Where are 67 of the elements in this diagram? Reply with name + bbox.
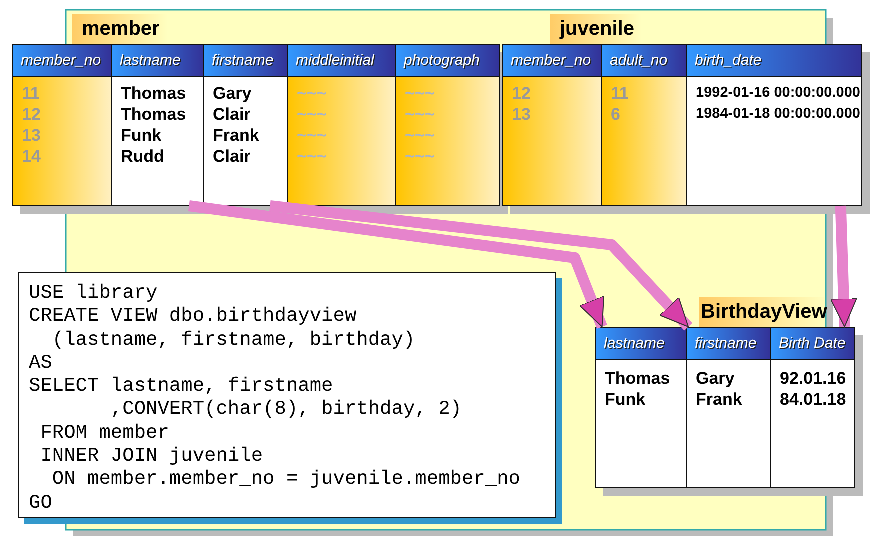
- table-column: [595, 327, 686, 488]
- column-header: Birth Date: [771, 328, 854, 360]
- cell-value: ~~~: [296, 146, 328, 167]
- code-line: (lastname, firstname, birthday): [51, 328, 416, 352]
- cell-value: 1984-01-18 00:00:00.000: [695, 105, 861, 124]
- cell-value: Gary: [212, 83, 253, 104]
- code-line: ,CONVERT(char(8), birthday, 2): [110, 398, 463, 422]
- cell-value: Clair: [212, 104, 252, 125]
- cell-value: 6: [610, 104, 622, 125]
- cell-value: 11: [21, 83, 41, 104]
- column-header: firstname: [687, 328, 770, 360]
- table-column: [770, 327, 855, 488]
- arrow: [830, 206, 858, 328]
- code-line: FROM member: [40, 422, 170, 446]
- cell-value: Funk: [604, 389, 647, 410]
- cell-value: 11: [610, 83, 630, 104]
- table-column: [203, 44, 287, 206]
- cell-value: 12: [21, 104, 42, 125]
- cell-value: ~~~: [296, 125, 328, 146]
- column-header: member_no: [503, 45, 601, 77]
- table-column: [395, 44, 500, 206]
- column-header: middleinitial: [288, 45, 395, 77]
- code-line: INNER JOIN juvenile: [40, 445, 264, 468]
- column-header: birth_date: [687, 45, 861, 77]
- code-line: AS: [29, 352, 54, 376]
- cell-value: 92.01.16: [779, 368, 848, 389]
- cell-value: Funk: [120, 125, 163, 146]
- column-header: firstname: [204, 45, 287, 77]
- cell-value: ~~~: [404, 125, 436, 146]
- arrow: [270, 200, 693, 331]
- cell-value: ~~~: [296, 83, 328, 104]
- cell-value: Thomas: [604, 368, 672, 389]
- table-column: [686, 327, 770, 488]
- cell-value: 13: [21, 125, 42, 146]
- cell-value: ~~~: [404, 146, 436, 167]
- cell-value: Thomas: [120, 83, 188, 104]
- cell-value: Clair: [212, 146, 252, 167]
- cell-value: 84.01.18: [779, 389, 848, 410]
- cell-value: ~~~: [404, 104, 436, 125]
- column-header: lastname: [596, 328, 686, 360]
- code-line: USE library: [29, 282, 159, 306]
- cell-value: Rudd: [120, 146, 166, 167]
- cell-value: ~~~: [404, 83, 436, 104]
- column-header: member_no: [13, 45, 111, 77]
- table-column: [287, 44, 395, 206]
- cell-value: Gary: [695, 368, 736, 389]
- cell-value: 14: [21, 146, 42, 167]
- table-column: [502, 44, 601, 206]
- column-header: lastname: [112, 45, 203, 77]
- table-column: [111, 44, 203, 206]
- code-line: ON member.member_no = juvenile.member_no: [51, 468, 522, 492]
- cell-value: 12: [511, 83, 532, 104]
- cell-value: 1992-01-16 00:00:00.000: [695, 84, 861, 103]
- table-column: [686, 44, 862, 206]
- cell-value: 13: [511, 104, 532, 125]
- column-header: adult_no: [602, 45, 686, 77]
- cell-value: Frank: [212, 125, 260, 146]
- column-header: photograph: [396, 45, 499, 77]
- code-line: SELECT lastname, firstname: [29, 375, 334, 398]
- cell-value: Thomas: [120, 104, 188, 125]
- table-column: [601, 44, 686, 206]
- cell-value: Frank: [695, 389, 744, 410]
- cell-value: ~~~: [296, 104, 328, 125]
- code-line: GO: [29, 492, 54, 515]
- code-line: CREATE VIEW dbo.birthdayview: [29, 305, 358, 329]
- table-column: [12, 44, 111, 206]
- arrow: [188, 200, 608, 330]
